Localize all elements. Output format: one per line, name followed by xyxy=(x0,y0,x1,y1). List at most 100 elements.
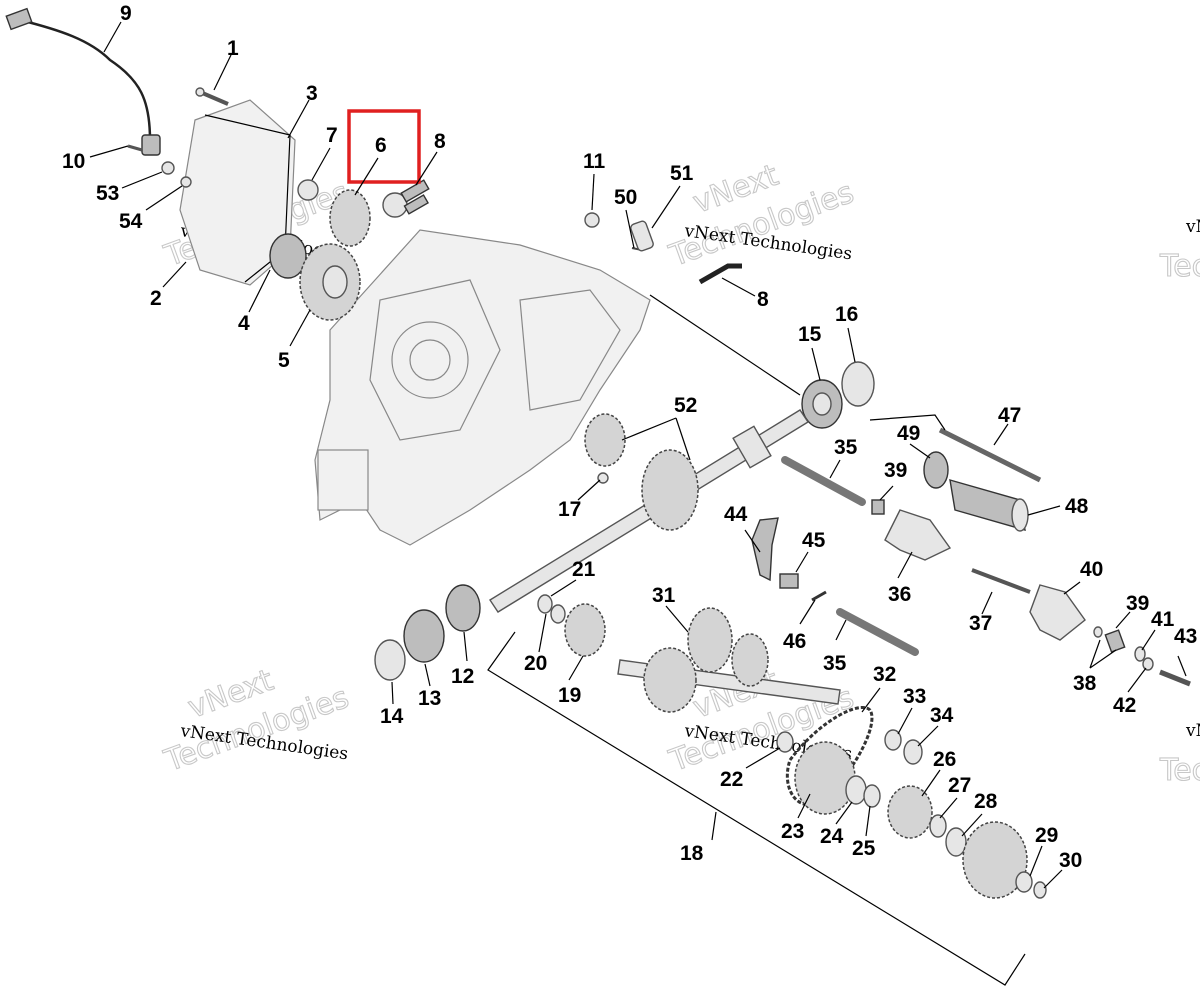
callout-12: 12 xyxy=(451,665,474,688)
leader-lines xyxy=(89,21,1187,986)
seal xyxy=(297,179,319,201)
callout-32: 32 xyxy=(873,663,896,686)
callout-34: 34 xyxy=(930,704,954,727)
plug-bolt xyxy=(1159,669,1191,687)
bearing-inner xyxy=(812,392,832,416)
callout-30: 30 xyxy=(1059,849,1082,872)
bushing-34 xyxy=(903,739,923,765)
ring xyxy=(550,604,566,624)
callout-9: 9 xyxy=(120,2,132,25)
callout-16: 16 xyxy=(835,303,858,326)
callout-26: 26 xyxy=(933,748,956,771)
nut xyxy=(584,212,600,228)
circlip-27 xyxy=(929,814,947,838)
callout-19: 19 xyxy=(558,684,581,707)
callout-11: 11 xyxy=(583,150,606,173)
callout-3: 3 xyxy=(306,82,318,105)
dog-clutch xyxy=(887,785,933,839)
gear-31b xyxy=(687,607,733,673)
engagement-dog xyxy=(564,603,606,657)
callout-46: 46 xyxy=(783,630,806,653)
roller-bearing xyxy=(403,609,445,663)
plug xyxy=(630,220,654,252)
ring-gear xyxy=(641,449,699,531)
ball xyxy=(1093,626,1103,638)
gear-small xyxy=(329,189,371,247)
callout-39-lower: 39 xyxy=(1126,592,1149,615)
clip-assembly xyxy=(382,179,430,218)
circlip-33 xyxy=(884,729,902,751)
watermark-edge-large: Tec xyxy=(1159,249,1200,284)
key xyxy=(597,472,609,484)
chain-drive xyxy=(776,705,874,815)
callout-38: 38 xyxy=(1073,672,1097,695)
ball-bearing xyxy=(445,584,481,632)
callout-52: 52 xyxy=(674,394,697,417)
washer-41 xyxy=(1134,646,1146,662)
pinion-gear xyxy=(584,413,626,467)
watermark-edge-text: vN xyxy=(1185,721,1200,741)
shift-rod-lower xyxy=(836,608,919,656)
callout-14: 14 xyxy=(380,705,404,728)
callout-33: 33 xyxy=(903,685,926,708)
spring-46 xyxy=(811,590,827,602)
gearbox-housing xyxy=(314,229,651,546)
callout-8-upper: 8 xyxy=(434,130,446,153)
callout-36: 36 xyxy=(888,583,911,606)
shift-fork-36 xyxy=(884,509,952,561)
countershaft xyxy=(617,607,841,713)
callout-42: 42 xyxy=(1113,694,1136,717)
bushing-28 xyxy=(945,827,967,857)
callout-35-upper: 35 xyxy=(834,436,858,459)
gear-31a xyxy=(643,647,697,713)
shift-rod-upper xyxy=(781,456,866,506)
callout-41: 41 xyxy=(1151,608,1175,631)
output-gear xyxy=(962,821,1028,899)
gear-hub xyxy=(322,265,348,299)
callout-54: 54 xyxy=(119,210,143,233)
shift-drum xyxy=(949,479,1029,532)
small-bolt xyxy=(127,144,143,152)
callout-8-lower: 8 xyxy=(757,288,769,311)
callout-25: 25 xyxy=(852,837,876,860)
callout-5: 5 xyxy=(278,349,290,372)
callout-18: 18 xyxy=(680,842,704,865)
highlight-box xyxy=(347,109,421,184)
bushing-45 xyxy=(779,573,799,589)
gear-31c xyxy=(731,633,769,687)
callout-21: 21 xyxy=(572,558,596,581)
callout-6: 6 xyxy=(375,134,387,157)
callout-43: 43 xyxy=(1174,625,1197,648)
shift-fork-40 xyxy=(1029,584,1086,641)
callout-45: 45 xyxy=(802,529,826,552)
callout-2: 2 xyxy=(150,287,162,310)
washer xyxy=(180,176,192,188)
callout-44: 44 xyxy=(724,503,748,526)
callout-1: 1 xyxy=(227,37,239,60)
spring-39 xyxy=(871,499,885,515)
callout-53: 53 xyxy=(96,182,119,205)
callout-35-lower: 35 xyxy=(823,652,847,675)
circlip xyxy=(537,594,553,614)
callout-13: 13 xyxy=(418,687,441,710)
spring-39b xyxy=(1104,629,1126,653)
washer-29 xyxy=(1015,871,1033,893)
callout-31: 31 xyxy=(652,584,676,607)
shift-shaft xyxy=(938,427,1042,483)
watermark-edge-large: Tec xyxy=(1159,753,1200,788)
sensor-lower xyxy=(698,263,742,285)
callout-15: 15 xyxy=(798,323,822,346)
callout-51: 51 xyxy=(670,162,694,185)
circlip-30 xyxy=(1033,881,1047,899)
side-cover xyxy=(179,99,296,286)
callout-48: 48 xyxy=(1065,495,1089,518)
washer-42 xyxy=(1142,657,1154,671)
callout-labels: 1 2 3 4 5 6 7 8 8 9 10 11 12 13 14 15 16… xyxy=(62,2,1197,872)
callout-4: 4 xyxy=(238,312,250,335)
callout-23: 23 xyxy=(781,820,804,843)
callout-39-upper: 39 xyxy=(884,459,907,482)
callout-37: 37 xyxy=(969,612,992,635)
callout-28: 28 xyxy=(974,790,998,813)
washer-14 xyxy=(374,639,406,681)
